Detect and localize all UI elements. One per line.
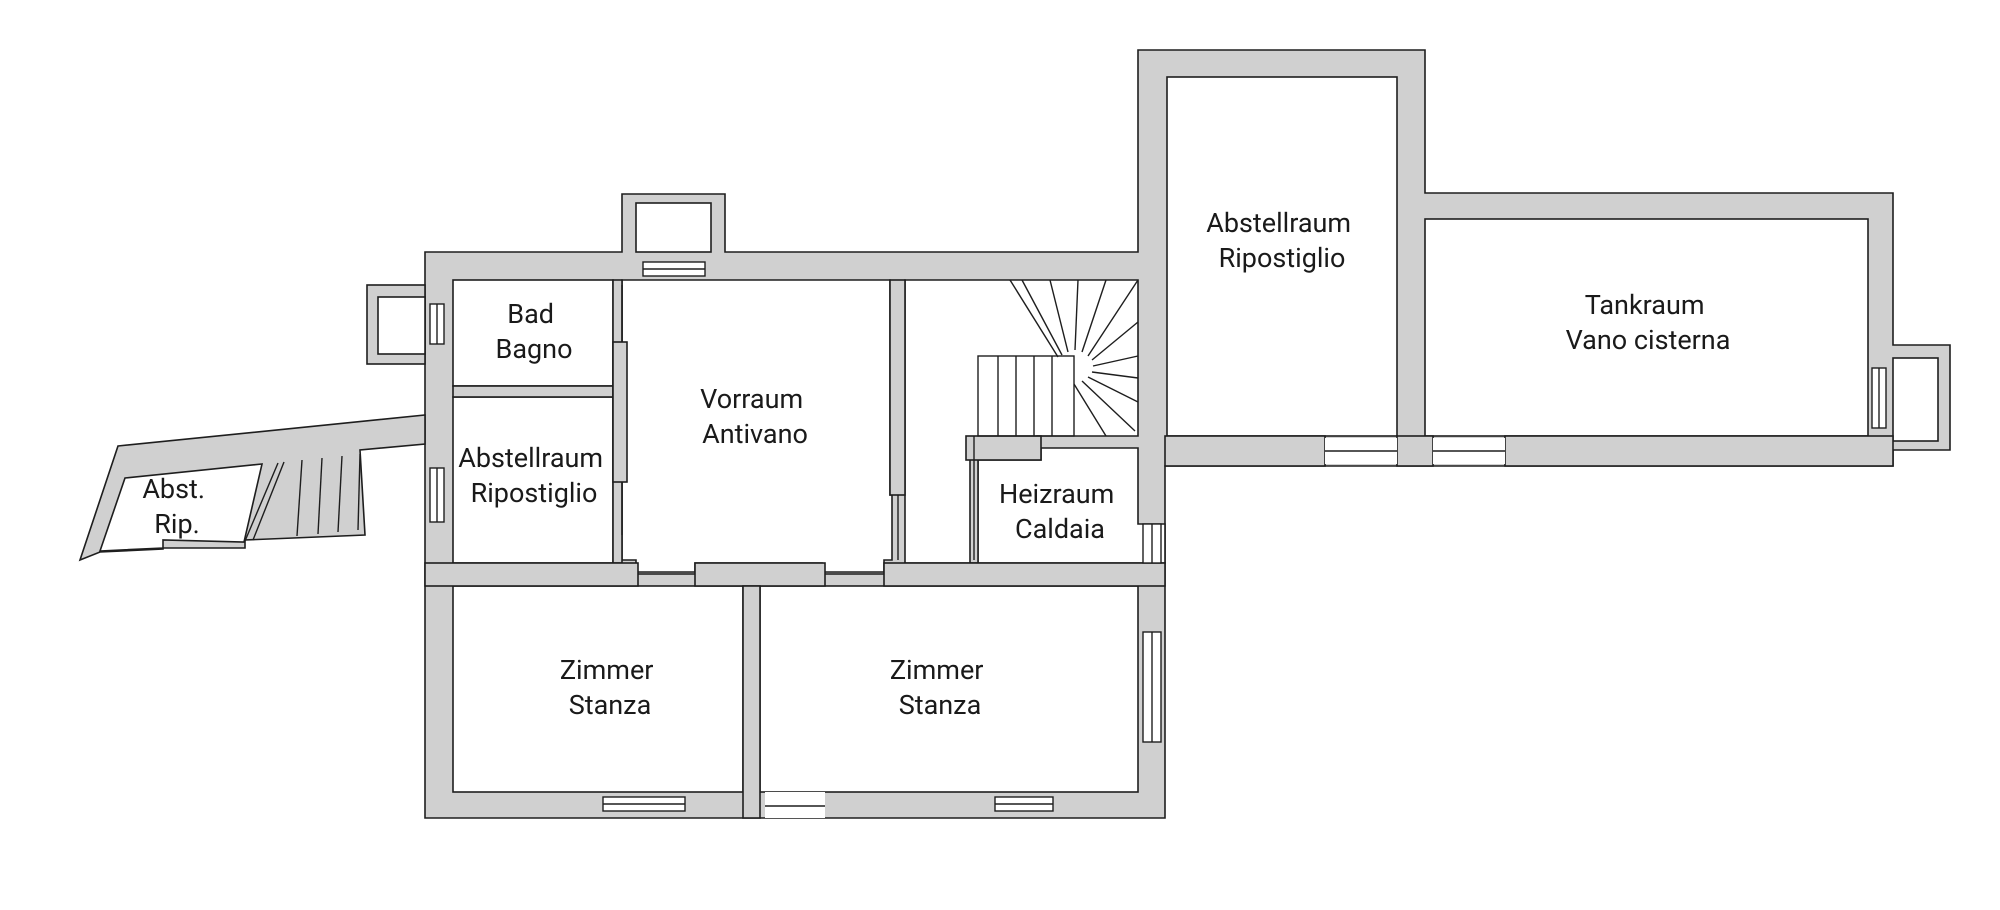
label-abstellraum-small: Abstellraum Ripostiglio [458, 442, 610, 509]
windows [429, 261, 1887, 812]
room-interiors [98, 76, 1939, 793]
label-zimmer-left: Zimmer Stanza [560, 654, 660, 721]
label-heizraum: Heizraum Caldaia [999, 478, 1121, 545]
door-lines [621, 285, 1505, 807]
label-abst-outside: Abst. Rip. [142, 473, 211, 540]
label-abstellraum-large: Abstellraum Ripostiglio [1206, 207, 1358, 274]
label-zimmer-right: Zimmer Stanza [890, 654, 990, 721]
label-vorraum: Vorraum Antivano [700, 383, 810, 450]
room-labels: Bad Bagno Abstellraum Ripostiglio Vorrau… [142, 207, 1730, 721]
label-tankraum: Tankraum Vano cisterna [1566, 289, 1731, 356]
partition-walls [424, 279, 1894, 819]
label-bad: Bad Bagno [496, 298, 573, 365]
stair-spiral [977, 279, 1139, 437]
stair-outside [244, 453, 361, 542]
